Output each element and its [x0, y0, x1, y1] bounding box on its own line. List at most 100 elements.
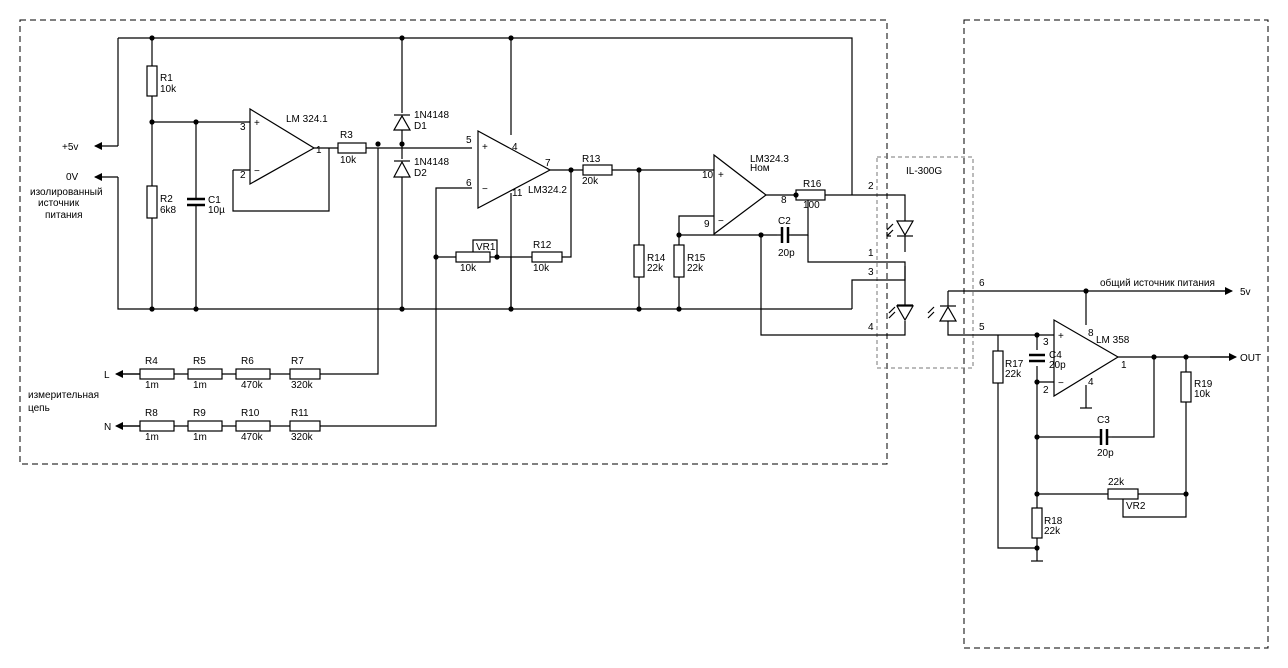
resistor-r9 [187, 420, 223, 432]
resistor-r8 [139, 420, 175, 432]
svg-text:2: 2 [1043, 385, 1049, 396]
value-r7: 320k [291, 380, 314, 391]
opamp-lm324-3 [713, 153, 767, 236]
svg-text:−: − [1058, 378, 1064, 389]
value-r11: 320k [291, 432, 314, 443]
resistor-r16 [795, 189, 826, 201]
label-c1: C1 [208, 195, 221, 206]
label-c2: C2 [778, 216, 791, 227]
label-r10: R10 [241, 408, 260, 419]
label-r8: R8 [145, 408, 158, 419]
opamp-lm358 [1053, 318, 1120, 398]
value-r8: 1m [145, 432, 159, 443]
svg-text:+: + [1058, 331, 1064, 342]
label-d1-type: 1N4148 [414, 110, 449, 121]
label-0v: 0V [66, 172, 79, 183]
svg-text:+: + [718, 170, 724, 181]
label-u2: LM324.2 [528, 185, 567, 196]
svg-text:−: − [482, 184, 488, 195]
label-r9: R9 [193, 408, 206, 419]
label-out: OUT [1240, 353, 1261, 364]
value-c3: 20p [1097, 448, 1114, 459]
label-r5: R5 [193, 356, 206, 367]
label-vr2: VR2 [1126, 501, 1146, 512]
resistor-r14 [633, 244, 645, 278]
terminal-labels: +5v 0V изолированный источник питания из… [28, 142, 1261, 433]
svg-text:+: + [482, 142, 488, 153]
label-common-supply: общий источник питания [1100, 277, 1215, 289]
svg-text:7: 7 [545, 158, 551, 169]
svg-text:3: 3 [1043, 337, 1049, 348]
resistor-r12 [531, 251, 563, 263]
value-r4: 1m [145, 380, 159, 391]
value-r12: 10k [533, 263, 550, 274]
opamp-lm324-2 [477, 129, 552, 209]
label-r7: R7 [291, 356, 304, 367]
terminal-arrows [94, 142, 1237, 430]
resistor-r4 [139, 368, 175, 380]
resistor-r17 [992, 350, 1004, 384]
value-r17: 22k [1005, 369, 1022, 380]
label-u1: LM 324.1 [286, 114, 328, 125]
capacitor-c1 [187, 194, 205, 210]
svg-text:1: 1 [1121, 360, 1127, 371]
label-r16: R16 [803, 179, 822, 190]
svg-text:3: 3 [868, 267, 874, 278]
label-d2-type: 1N4148 [414, 157, 449, 168]
label-r18: R18 [1044, 516, 1063, 527]
value-vr2: 22k [1108, 477, 1125, 488]
svg-text:4: 4 [1088, 377, 1094, 388]
resistor-r5 [187, 368, 223, 380]
resistor-r7 [289, 368, 321, 380]
svg-text:8: 8 [1088, 328, 1094, 339]
resistor-r3 [337, 142, 367, 154]
label-n: N [104, 422, 111, 433]
svg-text:−: − [718, 216, 724, 227]
capacitor-c4 [1029, 353, 1045, 363]
resistor-r1 [146, 65, 158, 97]
potentiometer-vr1 [455, 251, 491, 263]
value-r18: 22k [1044, 526, 1061, 537]
label-optocoupler: IL-300G [906, 166, 942, 177]
isolated-section-frame [19, 19, 888, 465]
label-r3: R3 [340, 130, 353, 141]
capacitor-c3 [1098, 429, 1112, 445]
value-r15: 22k [687, 263, 704, 274]
svg-text:1: 1 [868, 248, 874, 259]
resistor-r2 [146, 185, 158, 219]
potentiometer-vr2 [1107, 488, 1139, 500]
value-c1: 10µ [208, 205, 225, 216]
svg-text:2: 2 [240, 170, 246, 181]
svg-text:+: + [254, 118, 260, 129]
label-5v-out: 5v [1240, 287, 1251, 298]
label-l: L [104, 370, 110, 381]
value-r5: 1m [193, 380, 207, 391]
value-r14: 22k [647, 263, 664, 274]
svg-text:2: 2 [868, 181, 874, 192]
optocoupler-il300g [886, 213, 958, 322]
resistor-r19 [1180, 371, 1192, 403]
resistor-r15 [673, 244, 685, 278]
label-r15: R15 [687, 253, 706, 264]
output-section-frame [963, 19, 1269, 649]
label-r11: R11 [291, 408, 309, 419]
label-u3: LM324.3 [750, 154, 789, 165]
junction-dots [149, 35, 1189, 551]
svg-text:4: 4 [868, 322, 874, 333]
label-c3: C3 [1097, 415, 1110, 426]
resistor-r13 [582, 164, 613, 176]
resistor-r11 [289, 420, 321, 432]
value-r6: 470k [241, 380, 264, 391]
svg-text:5: 5 [466, 135, 472, 146]
label-r1: R1 [160, 73, 173, 84]
svg-text:6: 6 [979, 278, 985, 289]
value-r16: 100 [803, 200, 820, 211]
label-r17: R17 [1005, 359, 1024, 370]
label-r19: R19 [1194, 379, 1213, 390]
capacitor-c2 [777, 227, 791, 243]
label-r4: R4 [145, 356, 158, 367]
label-r6: R6 [241, 356, 254, 367]
svg-text:−: − [254, 166, 260, 177]
svg-text:8: 8 [781, 195, 787, 206]
value-c2: 20p [778, 248, 795, 259]
